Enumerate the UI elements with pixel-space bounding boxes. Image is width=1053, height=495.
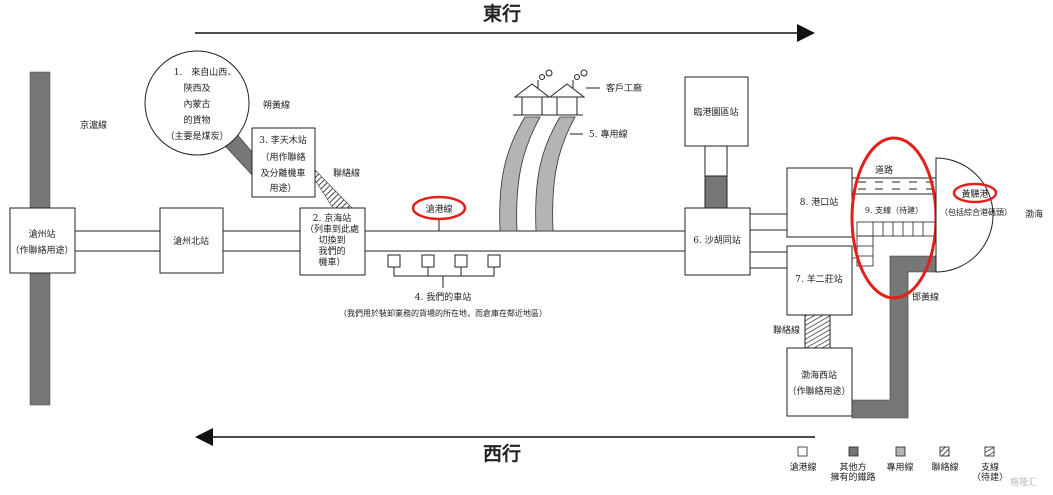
station-label: （列車到此處 (305, 223, 359, 235)
station-cangzhou-north (159, 207, 224, 274)
station-label: 8. 港口站 (800, 196, 838, 208)
origin-text: 內蒙古 (183, 98, 210, 110)
station-label: 6. 沙胡同站 (693, 234, 740, 246)
road-label: 道路 (875, 164, 893, 176)
station-jinghai (299, 207, 366, 276)
road (851, 177, 937, 195)
lingang-other-rail (704, 175, 728, 209)
factory-label: 客戶工廠 (606, 82, 642, 94)
station-label: 渤海西站 (801, 369, 837, 381)
east-label: 東行 (483, 2, 521, 25)
station-label: 滄州北站 (173, 235, 209, 247)
hanhuang-line (851, 255, 937, 419)
station-label: 2. 京海站 (313, 212, 351, 224)
legend-label: 滄港線 (789, 461, 816, 473)
legend-label: 專用線 (886, 461, 913, 473)
legend-label: （待建） (972, 471, 1008, 483)
station-litianmu (251, 127, 316, 198)
private-siding-label: 5. 專用線 (589, 128, 627, 140)
station-label: 7. 羊二莊站 (795, 273, 842, 285)
lianluo-link-2 (804, 314, 831, 349)
west-label: 西行 (483, 442, 521, 465)
station-bohai-west (786, 347, 853, 417)
station-label: 滄州站 (28, 228, 55, 240)
road-dashes (858, 181, 934, 190)
legend-swatch-zigzag (984, 446, 995, 457)
hanhuang-label: 邯黃線 (912, 291, 939, 303)
factory-icon (513, 69, 588, 116)
our-station-sidings (387, 254, 501, 288)
origin-text: 1. 來自山西、 (174, 66, 237, 78)
station-label: 切換到 (318, 234, 345, 246)
station-label: 及分離機車 (260, 167, 305, 179)
jinghu-label: 京滬線 (80, 119, 107, 131)
station-lingang (684, 76, 749, 147)
station-gangkou (786, 167, 853, 238)
watermark: 格隆汇 (1010, 476, 1037, 488)
west-arrow (195, 428, 815, 446)
legend-swatch-light (895, 446, 906, 457)
station-label: 臨港園區站 (693, 106, 738, 118)
station-shahutong (684, 207, 751, 276)
huanghua-note: （包括綜合港碼頭） (940, 207, 1012, 217)
private-siding (535, 116, 576, 232)
station-label: 3. 李天木站 (259, 134, 306, 146)
bohai-sea-label: 渤海 (1025, 208, 1043, 220)
private-siding (499, 116, 541, 232)
station-cangzhou (9, 207, 76, 274)
lianluo-label-2: 聯絡線 (773, 324, 800, 336)
origin-text: （主要是煤炭） (165, 130, 228, 142)
station-label: 我們的 (318, 245, 345, 257)
huanghua-port (935, 157, 994, 273)
shuohuang-label: 朔黃線 (263, 99, 290, 111)
station-label: 用途） (269, 182, 296, 194)
station-yangerzhuang (786, 245, 853, 316)
legend (797, 446, 995, 457)
station-label: （作聯絡用途） (10, 244, 73, 256)
canggang-highlight (411, 195, 467, 221)
legend-label: 擁有的鐵路 (830, 471, 875, 483)
legend-swatch-hatch (939, 446, 950, 457)
east-arrow (195, 24, 815, 42)
station-label: 機車） (318, 256, 345, 268)
origin-text: 的貨物 (183, 114, 210, 126)
station-label: （用作聯絡 (260, 151, 305, 163)
legend-swatch-dark (848, 446, 859, 457)
station-label: （作聯絡用途） (787, 385, 850, 397)
lianluo-label-1: 聯絡線 (333, 167, 360, 179)
our-station-note: （我們用於裝卸業務的貨場的所在地，而倉庫在鄰近地區） (339, 308, 547, 318)
huanghua-label: 黃驊港 (961, 188, 988, 200)
canggang-label: 滄港線 (425, 203, 452, 215)
origin-circle (144, 50, 250, 156)
legend-label: 其他方 (839, 461, 866, 473)
huanghua-highlight (952, 182, 998, 204)
branch-label: 9. 支線（待建） (865, 205, 923, 215)
our-station-label: 4. 我們的車站 (415, 291, 471, 303)
lingang-connector (704, 145, 728, 177)
legend-swatch-white (797, 446, 808, 457)
legend-label: 聯絡線 (931, 461, 958, 473)
legend-label: 支線 (981, 461, 999, 473)
origin-text: 陝西及 (183, 83, 210, 94)
